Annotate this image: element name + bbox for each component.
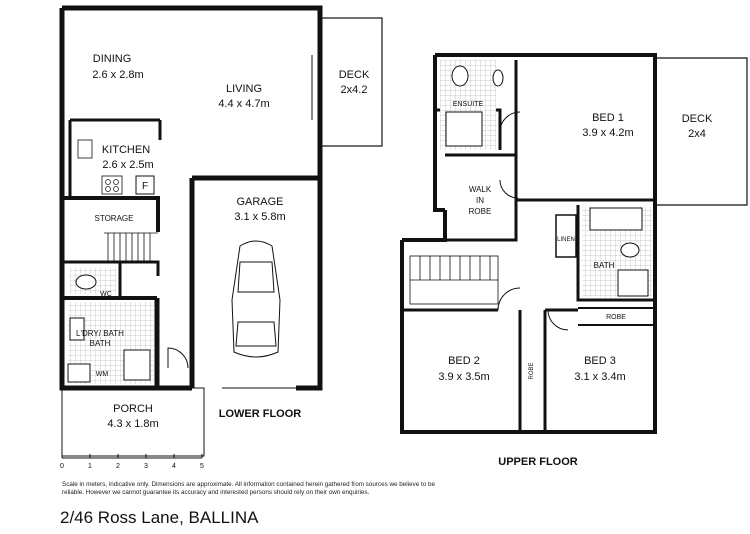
scale-tick-label: 3 — [144, 463, 148, 470]
walkin-door — [499, 179, 519, 199]
lower-outer-wall-top — [62, 5, 323, 180]
bed3-door — [547, 309, 569, 331]
bed3-size: 3.1 x 3.4m — [574, 371, 625, 383]
scale-tick-label: 5 — [200, 463, 204, 470]
porch-size: 4.3 x 1.8m — [107, 418, 158, 430]
porch-outline — [61, 387, 205, 457]
bed1-name: BED 1 — [592, 112, 624, 124]
upper-outer-top — [435, 53, 657, 205]
bath-shower — [617, 269, 649, 297]
bed2-robe-name: ROBE — [529, 362, 535, 379]
sink — [77, 139, 93, 159]
wm-label: WM — [96, 371, 109, 378]
disclaimer-text: Scale in meters, indicative only. Dimens… — [62, 481, 435, 496]
kitchen-name: KITCHEN — [102, 144, 150, 156]
bath-toilet — [620, 242, 640, 258]
ensuite-door — [499, 111, 521, 133]
storage-name: STORAGE — [95, 214, 134, 223]
fridge-label: F — [142, 181, 148, 192]
stair-wall — [62, 260, 160, 276]
ensuite-name: ENSUITE — [453, 101, 484, 108]
scale-tick-label: 1 — [88, 463, 92, 470]
ensuite-shower — [445, 111, 483, 147]
upper-deck-name: DECK — [682, 113, 713, 125]
dining-size: 2.6 x 2.8m — [92, 69, 143, 81]
front-door — [167, 347, 189, 369]
shower — [123, 349, 151, 381]
lower-stairs — [104, 232, 158, 262]
ensuite-basin — [492, 69, 504, 87]
porch-name: PORCH — [113, 403, 153, 415]
laundry-bath-label: BATH — [90, 339, 111, 348]
upper-floor-plan — [400, 53, 748, 434]
garage-size: 3.1 x 5.8m — [234, 211, 285, 223]
scale-bar: 0 1 2 3 4 5 — [60, 454, 204, 470]
bed3-robe-wall — [578, 307, 656, 326]
bed2-size: 3.9 x 3.5m — [438, 371, 489, 383]
car-outline — [231, 240, 281, 358]
property-address: 2/46 Ross Lane, BALLINA — [60, 508, 259, 527]
lower-deck-outline — [319, 17, 383, 147]
lower-deck-size: 2x4.2 — [341, 84, 368, 96]
bed3-name: BED 3 — [584, 355, 616, 367]
bed2-door — [497, 287, 521, 311]
kitchen-size: 2.6 x 2.5m — [102, 159, 153, 171]
bath-name: BATH — [594, 261, 615, 270]
toilet — [75, 274, 97, 290]
linen-name: LINEN — [557, 237, 575, 243]
scale-tick-label: 4 — [172, 463, 176, 470]
washing-machine — [67, 363, 91, 383]
lower-floor-title: LOWER FLOOR — [219, 408, 302, 420]
walkin-label-3: ROBE — [469, 207, 492, 216]
lower-floor-plan — [59, 5, 383, 457]
walkin-label-1: WALK — [469, 185, 492, 194]
scale-tick-label: 2 — [116, 463, 120, 470]
garage-wall — [192, 175, 323, 391]
upper-step-wall — [402, 210, 447, 242]
upper-stairs — [409, 255, 499, 305]
upper-deck-size: 2x4 — [688, 128, 706, 140]
upper-room-labels: ENSUITE BED 1 3.9 x 4.2m DECK 2x4 WALK I… — [438, 101, 713, 468]
cooktop — [101, 175, 123, 195]
upper-outer-left-top — [433, 55, 445, 212]
garage-name: GARAGE — [236, 196, 283, 208]
living-name: LIVING — [226, 83, 262, 95]
bed2-name: BED 2 — [448, 355, 480, 367]
ensuite-toilet — [451, 65, 469, 87]
upper-deck-outline — [655, 57, 748, 206]
upper-floor-title: UPPER FLOOR — [498, 456, 578, 468]
laundry-tub — [69, 317, 85, 341]
bed3-robe-name: ROBE — [606, 314, 626, 321]
dining-name: DINING — [93, 53, 132, 65]
walkin-label-2: IN — [476, 196, 484, 205]
living-size: 4.4 x 4.7m — [218, 98, 269, 110]
wc-name: WC — [100, 291, 112, 298]
bed1-size: 3.9 x 4.2m — [582, 127, 633, 139]
bathtub — [589, 207, 643, 231]
bath-wall — [576, 205, 655, 302]
lower-room-labels: DINING 2.6 x 2.8m LIVING 4.4 x 4.7m DECK… — [76, 53, 370, 430]
fridge — [135, 175, 155, 195]
lower-deck-name: DECK — [339, 69, 370, 81]
laundry-name: L'DRY/ BATH — [76, 329, 124, 338]
linen-cupboard — [555, 214, 577, 258]
scale-tick-label: 0 — [60, 463, 64, 470]
